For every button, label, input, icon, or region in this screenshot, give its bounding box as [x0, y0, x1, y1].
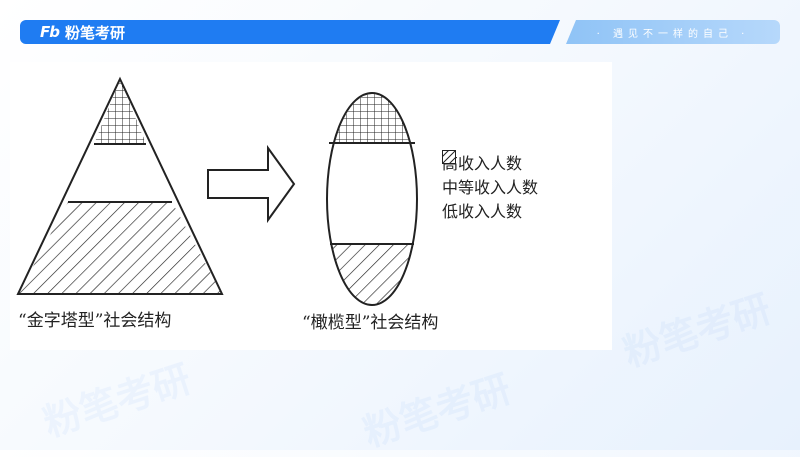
watermark: 粉笔考研: [38, 356, 197, 446]
watermark: 粉笔考研: [358, 366, 517, 456]
logo-mark: Fb: [40, 23, 60, 41]
watermark: 粉笔考研: [618, 286, 777, 376]
brand-logo: Fb 粉笔考研: [40, 21, 125, 43]
legend-item-low: 低收入人数: [442, 150, 538, 222]
pyramid-high-income: [94, 79, 146, 144]
legend-item-middle: 中等收入人数: [442, 150, 539, 198]
legend: 高收入人数 中等收入人数 低收入人数: [442, 150, 538, 222]
slogan-text: · 遇见不一样的自己 ·: [596, 28, 750, 40]
brand-name: 粉笔考研: [64, 23, 125, 42]
legend-label: 低收入人数: [442, 202, 523, 221]
pyramid-low-income: [18, 202, 222, 294]
olive-caption: “橄榄型”社会结构: [302, 313, 439, 333]
pyramid-middle-income: [68, 144, 172, 202]
hatch-swatch-icon: [442, 150, 456, 164]
olive-shape: [326, 92, 418, 306]
legend-item-high: 高收入人数: [442, 150, 538, 174]
legend-label: 高收入人数: [442, 154, 523, 173]
pyramid-caption: “金字塔型”社会结构: [18, 311, 172, 331]
olive-high-income: [327, 93, 417, 143]
slogan-bar: · 遇见不一样的自己 ·: [566, 20, 780, 44]
social-structure-figure: “金字塔型”社会结构 “橄榄型”社会结构 高收入人数 中等收入人数 低收入人数: [10, 62, 612, 350]
transition-arrow: [207, 144, 296, 224]
olive-middle-income: [327, 143, 417, 244]
legend-label: 中等收入人数: [442, 178, 539, 197]
structure-diagram: [16, 76, 418, 306]
pyramid-shape: [16, 76, 224, 295]
header-bar: [20, 20, 560, 44]
